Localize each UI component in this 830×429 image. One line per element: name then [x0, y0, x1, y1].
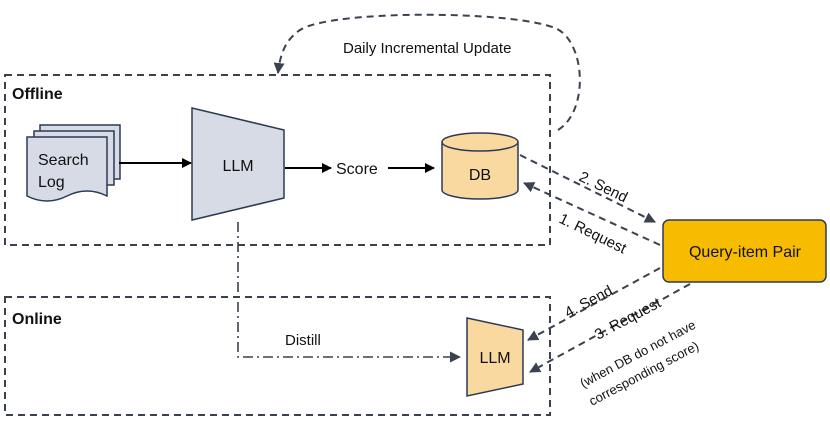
arrow-send-4-label: 4. Send [562, 282, 616, 321]
score-label: Score [336, 161, 378, 178]
llm-offline-shape [191, 107, 285, 221]
arrow-request-3 [529, 283, 691, 373]
arrow-send-2 [519, 154, 656, 223]
online-box [4, 296, 551, 416]
llm-offline-label: LLM [222, 158, 253, 175]
offline-box [4, 74, 551, 246]
distill-label: Distill [285, 332, 321, 349]
online-title: Online [12, 311, 62, 328]
offline-title: Offline [12, 86, 63, 103]
search-log-line1: Search [38, 152, 89, 169]
query-item-pair-label: Query-item Pair [689, 244, 802, 261]
update-loop-arrow [273, 13, 581, 131]
arrow-request-1-label: 1. Request [556, 210, 629, 257]
search-log-line2: Log [38, 174, 65, 191]
arrow-send-2-label: 2. Send [576, 168, 630, 206]
llm-online-label: LLM [479, 350, 510, 367]
arrow-request-1 [523, 182, 661, 246]
db-label: DB [469, 167, 491, 184]
db-cylinder [441, 132, 519, 200]
distill-arrow [237, 222, 461, 363]
search-log-icon [26, 124, 121, 202]
query-item-pair-box [662, 219, 827, 283]
llm-online-shape [466, 317, 524, 397]
arrow-send-4 [527, 267, 661, 341]
update-label: Daily Incremental Update [343, 40, 511, 57]
